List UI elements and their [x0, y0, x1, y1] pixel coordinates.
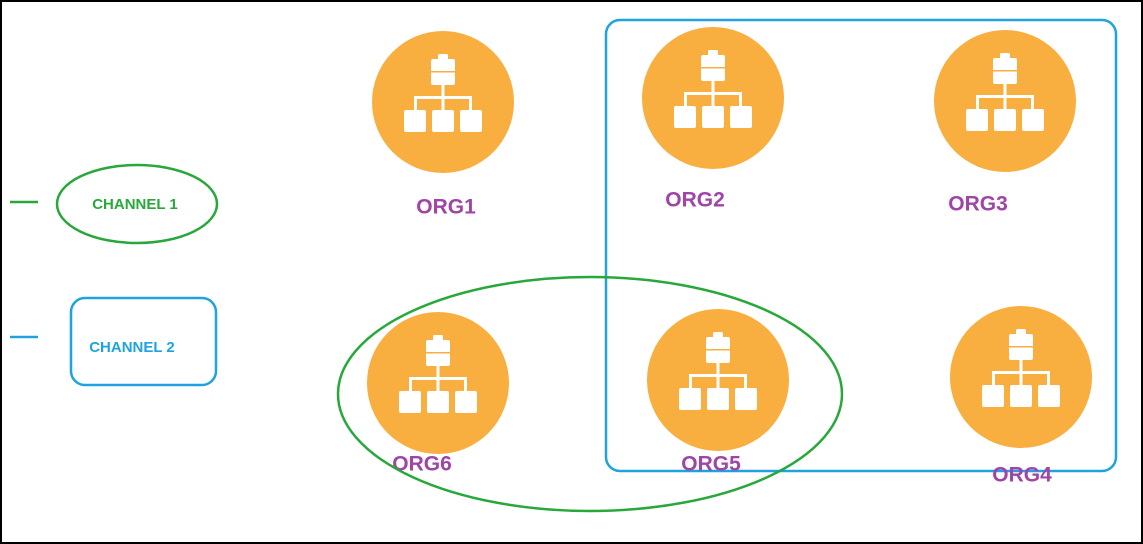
- org-label: ORG1: [416, 196, 476, 219]
- org-chart-icon: [367, 312, 509, 454]
- channel2-legend-box: [69, 296, 218, 387]
- org-label: ORG5: [681, 453, 741, 476]
- org-chart-icon: [950, 306, 1092, 448]
- org-label: ORG2: [665, 189, 725, 212]
- org-node-org2: ORG2: [642, 27, 784, 212]
- channel1-legend-ellipse: [55, 163, 219, 245]
- org-label: ORG4: [992, 464, 1052, 487]
- org-node-org6: ORG6: [367, 312, 509, 476]
- org-chart-icon: [934, 30, 1076, 172]
- org-node-org1: ORG1: [372, 31, 514, 219]
- channel1-region: [336, 275, 844, 513]
- channel1-legend-label: CHANNEL 1: [92, 196, 178, 213]
- org-node-org4: ORG4: [950, 306, 1092, 487]
- org-label: ORG3: [948, 193, 1008, 216]
- org-node-org3: ORG3: [934, 30, 1076, 216]
- org-label: ORG6: [392, 453, 452, 476]
- org-node-org5: ORG5: [647, 309, 789, 476]
- legend: CHANNEL 1 CHANNEL 2: [10, 163, 219, 387]
- channel2-region: [604, 18, 1118, 473]
- org-chart-icon: [642, 27, 784, 169]
- channel2-legend-label: CHANNEL 2: [89, 339, 175, 356]
- org-chart-icon: [372, 31, 514, 173]
- org-chart-icon: [647, 309, 789, 451]
